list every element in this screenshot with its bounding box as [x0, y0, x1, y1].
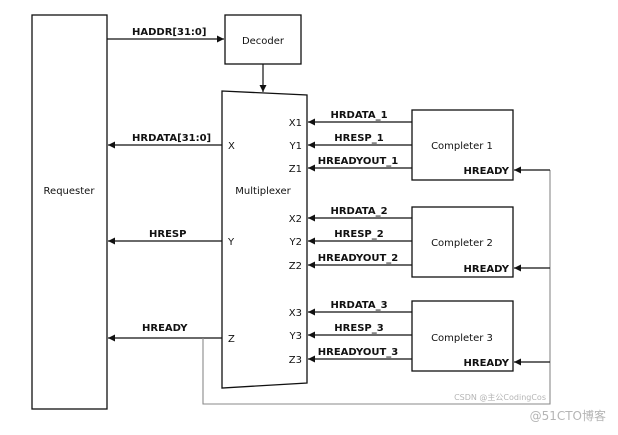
mux-port-x: X [228, 141, 235, 152]
mux-port-x1: X1 [289, 118, 302, 129]
mux-port-y: Y [227, 237, 235, 248]
hreadyout-3-label: HREADYOUT_3 [318, 347, 399, 358]
hready-label: HREADY [142, 323, 188, 334]
mux-port-y1: Y1 [289, 141, 302, 152]
mux-port-y2: Y2 [289, 237, 302, 248]
hresp-2-label: HRESP_2 [334, 229, 383, 240]
mux-port-z2: Z2 [289, 261, 302, 272]
requester-block [31, 14, 108, 410]
hresp-1-label: HRESP_1 [334, 133, 383, 144]
csdn-watermark: CSDN @主公CodingCos [454, 392, 546, 402]
hrdata-2-label: HRDATA_2 [330, 206, 387, 217]
completer-1-hready-port: HREADY [464, 166, 510, 177]
mux-port-z3: Z3 [289, 355, 302, 366]
hreadyout-1-label: HREADYOUT_1 [318, 156, 399, 167]
completer-3-hready-port: HREADY [464, 358, 510, 369]
mux-port-z1: Z1 [289, 164, 302, 175]
hresp-label: HRESP [149, 229, 186, 240]
haddr-label: HADDR[31:0] [132, 27, 206, 38]
mux-port-x2: X2 [289, 214, 302, 225]
completer-1-label: Completer 1 [431, 141, 493, 152]
completer-2-block [411, 206, 514, 278]
completer-2-hready-port: HREADY [464, 264, 510, 275]
blog-watermark: @51CTO博客 [530, 408, 606, 423]
hrdata-label: HRDATA[31:0] [132, 133, 211, 144]
multiplexer-block [221, 90, 308, 389]
multiplexer-label: Multiplexer [235, 186, 291, 197]
mux-port-x3: X3 [289, 308, 302, 319]
completer-2-label: Completer 2 [431, 238, 493, 249]
decoder-block [224, 14, 302, 65]
completer-3-block [411, 300, 514, 372]
decoder-label: Decoder [242, 36, 285, 47]
hready-feedback-wire [202, 170, 551, 405]
requester-label: Requester [44, 186, 96, 197]
hresp-3-label: HRESP_3 [334, 323, 383, 334]
hrdata-3-label: HRDATA_3 [330, 300, 387, 311]
completer-3-label: Completer 3 [431, 333, 493, 344]
hreadyout-2-label: HREADYOUT_2 [318, 253, 399, 264]
mux-port-y3: Y3 [289, 331, 302, 342]
mux-port-z: Z [228, 334, 235, 345]
hrdata-1-label: HRDATA_1 [330, 110, 387, 121]
